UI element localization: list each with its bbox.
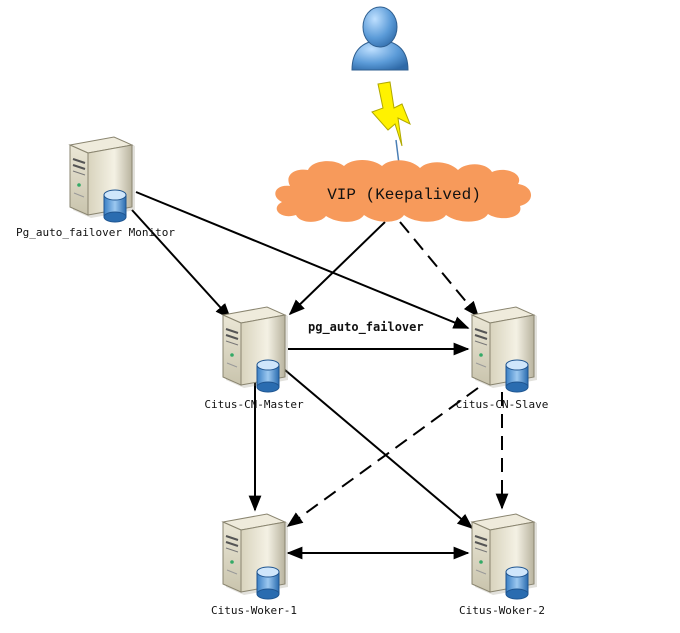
server-worker2	[470, 513, 537, 600]
edge-cn-master-to-worker2	[284, 369, 474, 530]
database-icon	[103, 189, 127, 223]
edge-monitor-to-cn-slave	[135, 191, 470, 329]
replication-edge-label: pg_auto_failover	[308, 320, 424, 335]
server-cn-master	[221, 306, 288, 393]
edge-vip-to-cn-master	[288, 221, 386, 316]
server-worker1	[221, 513, 288, 600]
server-monitor-label: Pg_auto_failover Monitor	[16, 226, 175, 239]
edge-vip-to-cn-slave	[399, 221, 480, 318]
server-cn-slave	[470, 306, 537, 393]
database-icon	[505, 566, 529, 600]
edge-cn-slave-to-worker1	[286, 387, 479, 527]
server-cn-slave-label: Citus-CN-Slave	[456, 398, 549, 411]
edge-monitor-to-cn-master	[131, 209, 232, 320]
database-icon	[505, 359, 529, 393]
vip-label: VIP (Keepalived)	[327, 186, 481, 204]
server-cn-master-label: Citus-CN-Master	[204, 398, 304, 411]
server-worker2-label: Citus-Woker-2	[459, 604, 545, 617]
edges	[131, 191, 509, 560]
database-icon	[256, 566, 280, 600]
server-worker1-label: Citus-Woker-1	[211, 604, 297, 617]
server-monitor	[68, 136, 135, 223]
database-icon	[256, 359, 280, 393]
vip-cloud: VIP (Keepalived)	[275, 160, 532, 222]
user-icon	[351, 6, 409, 71]
lightning-icon	[371, 81, 411, 173]
